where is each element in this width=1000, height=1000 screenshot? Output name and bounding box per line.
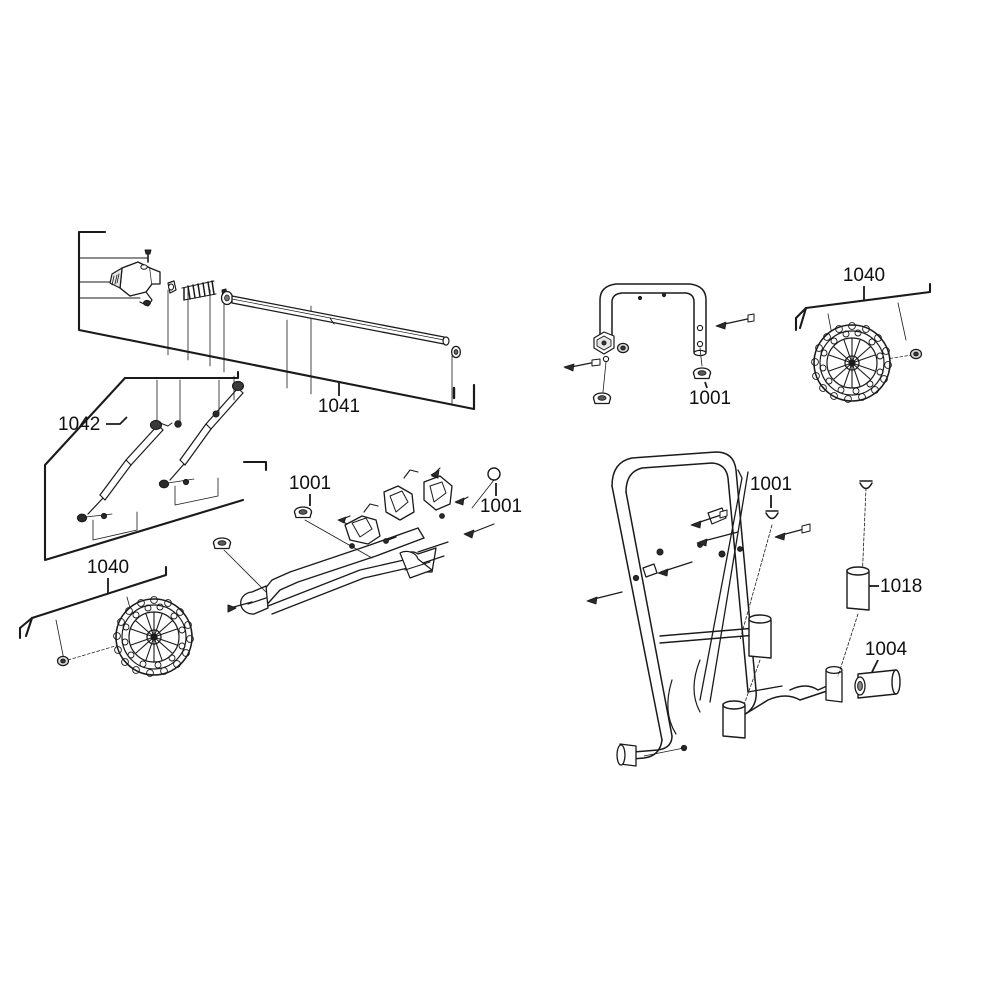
compression-spring <box>181 280 217 301</box>
wheel <box>113 596 194 677</box>
callout-1001-center-left[interactable]: 1001 <box>289 473 331 506</box>
callout-1001-frame[interactable]: 1001 <box>750 474 792 508</box>
callout-1004-text: 1004 <box>865 639 908 660</box>
handle-rod-group <box>77 230 476 411</box>
callout-1040-right[interactable]: 1040 <box>843 265 885 301</box>
callout-1042[interactable]: 1042 <box>58 414 128 435</box>
washer-clip <box>167 280 177 294</box>
callout-1001-center-left-text: 1001 <box>289 473 331 494</box>
callout-1040-left[interactable]: 1040 <box>87 557 129 594</box>
callout-1041-text: 1041 <box>318 396 360 417</box>
wheel <box>811 322 892 403</box>
rod-eyelet <box>450 345 462 359</box>
callout-1041[interactable]: 1041 <box>318 381 360 417</box>
callout-1004[interactable]: 1004 <box>865 639 908 673</box>
callout-layer: 1042 1041 1040 1040 1001 1001 10 <box>58 265 922 673</box>
callout-1018-text: 1018 <box>880 576 922 597</box>
gas-strut <box>76 419 182 541</box>
lever-handle <box>109 249 161 307</box>
center-axle-group <box>212 460 501 615</box>
long-rod <box>231 295 450 346</box>
callout-1040-left-text: 1040 <box>87 557 129 578</box>
callout-1042-text: 1042 <box>58 414 100 435</box>
gas-strut <box>158 380 245 506</box>
wheel-right-group <box>794 282 932 403</box>
callout-1001-handle[interactable]: 1001 <box>689 381 731 409</box>
callout-1001-center-right-text: 1001 <box>480 496 522 517</box>
callout-1001-frame-text: 1001 <box>750 474 792 495</box>
callout-1001-handle-text: 1001 <box>689 388 731 409</box>
main-frame-group <box>586 451 901 767</box>
gas-strut-group <box>43 370 245 562</box>
wheel-left-group <box>18 565 194 677</box>
callout-1001-center-right[interactable]: 1001 <box>480 483 522 517</box>
callout-1040-right-text: 1040 <box>843 265 885 286</box>
handle-bar-group <box>563 283 755 405</box>
rod-end <box>220 290 234 306</box>
callout-1018[interactable]: 1018 <box>869 576 922 597</box>
